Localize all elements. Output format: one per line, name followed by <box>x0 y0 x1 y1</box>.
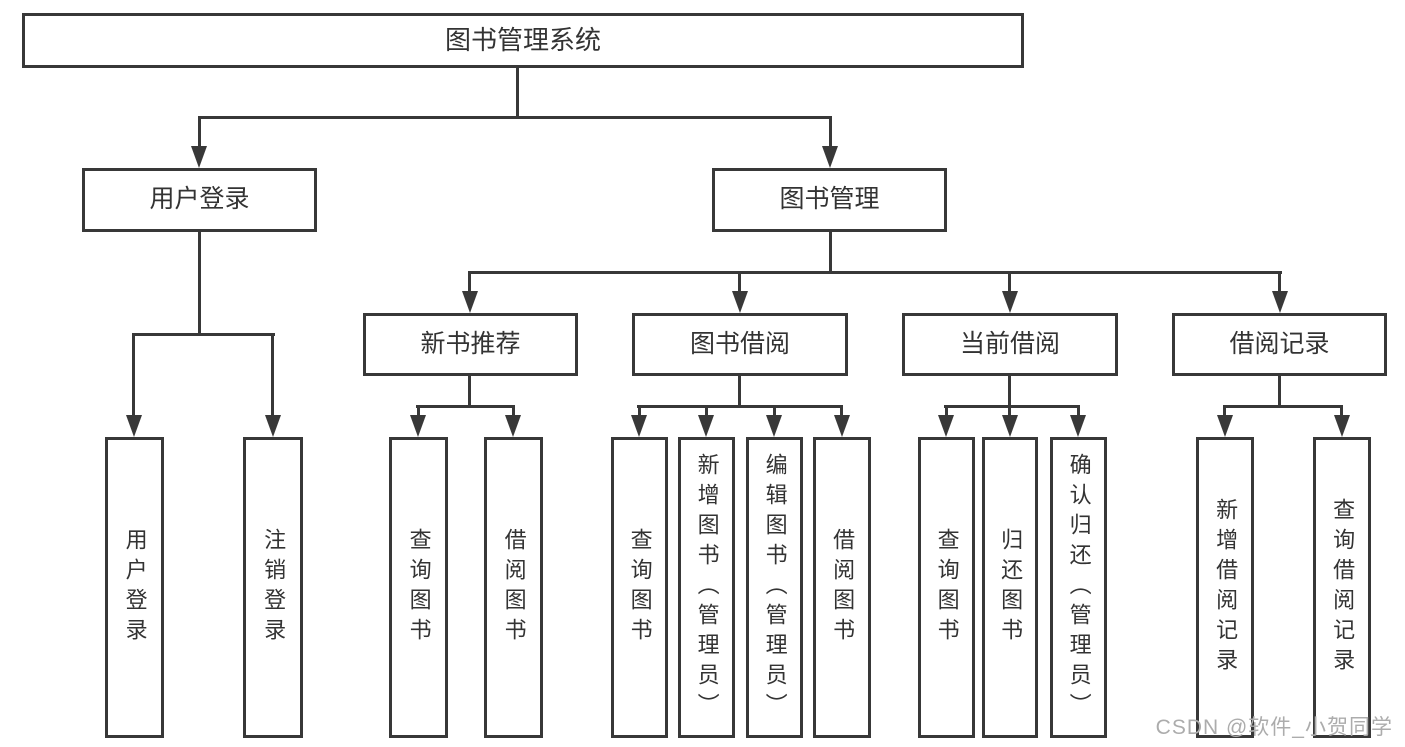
leaf-logout: 注销登录 <box>243 437 303 738</box>
connector-line <box>840 405 843 417</box>
connector-line <box>705 405 708 417</box>
arrow-down-icon <box>732 291 748 313</box>
connector-line <box>638 405 641 417</box>
connector-line <box>1008 271 1011 293</box>
connector-line <box>1278 271 1281 293</box>
connector-line <box>637 405 843 408</box>
connector-line <box>417 405 420 417</box>
node-book-management: 图书管理 <box>712 168 947 232</box>
connector-line <box>468 376 471 407</box>
connector-line <box>198 116 201 148</box>
leaf-borrowing-borrow-books: 借阅图书 <box>813 437 871 738</box>
connector-line <box>1008 405 1011 417</box>
connector-line <box>738 271 741 293</box>
connector-line <box>829 232 832 274</box>
connector-line <box>1077 405 1080 417</box>
connector-line <box>512 405 515 417</box>
leaf-borrowing-edit-books-admin: 编辑图书（管理员） <box>746 437 803 738</box>
connector-line <box>1223 405 1226 417</box>
leaf-user-login: 用户登录 <box>105 437 164 738</box>
node-book-borrowing: 图书借阅 <box>632 313 848 376</box>
arrow-down-icon <box>766 415 782 437</box>
node-user-login: 用户登录 <box>82 168 317 232</box>
connector-line <box>198 232 201 336</box>
connector-line <box>773 405 776 417</box>
connector-line <box>132 333 275 336</box>
connector-line <box>271 333 274 417</box>
arrow-down-icon <box>1002 415 1018 437</box>
leaf-borrowing-query-books: 查询图书 <box>611 437 668 738</box>
arrow-down-icon <box>1002 291 1018 313</box>
leaf-recommend-borrow-books: 借阅图书 <box>484 437 543 738</box>
connector-line <box>738 376 741 407</box>
arrow-down-icon <box>1217 415 1233 437</box>
arrow-down-icon <box>191 146 207 168</box>
node-library-system: 图书管理系统 <box>22 13 1024 68</box>
connector-line <box>198 116 832 119</box>
node-new-book-recommendation: 新书推荐 <box>363 313 578 376</box>
arrow-down-icon <box>1272 291 1288 313</box>
arrow-down-icon <box>462 291 478 313</box>
node-borrowing-records: 借阅记录 <box>1172 313 1387 376</box>
arrow-down-icon <box>265 415 281 437</box>
arrow-down-icon <box>1070 415 1086 437</box>
leaf-records-query-borrow-record: 查询借阅记录 <box>1313 437 1371 738</box>
arrow-down-icon <box>631 415 647 437</box>
leaf-recommend-query-books: 查询图书 <box>389 437 448 738</box>
connector-line <box>1278 376 1281 407</box>
arrow-down-icon <box>410 415 426 437</box>
connector-line <box>1008 376 1011 407</box>
arrow-down-icon <box>126 415 142 437</box>
node-current-borrowing: 当前借阅 <box>902 313 1118 376</box>
connector-line <box>945 405 948 417</box>
arrow-down-icon <box>505 415 521 437</box>
connector-line <box>416 405 515 408</box>
connector-line <box>468 271 471 293</box>
connector-line <box>468 271 1282 274</box>
leaf-borrowing-add-books-admin: 新增图书（管理员） <box>678 437 735 738</box>
arrow-down-icon <box>1334 415 1350 437</box>
arrow-down-icon <box>822 146 838 168</box>
watermark: CSDN @软件_小贺同学 <box>1155 716 1393 739</box>
leaf-current-return-books: 归还图书 <box>982 437 1038 738</box>
connector-line <box>516 68 519 118</box>
arrow-down-icon <box>938 415 954 437</box>
connector-line <box>829 116 832 148</box>
connector-line <box>1340 405 1343 417</box>
leaf-current-query-books: 查询图书 <box>918 437 975 738</box>
leaf-records-add-borrow-record: 新增借阅记录 <box>1196 437 1254 738</box>
connector-line <box>1223 405 1343 408</box>
arrow-down-icon <box>834 415 850 437</box>
connector-line <box>132 333 135 417</box>
leaf-current-confirm-return-admin: 确认归还（管理员） <box>1050 437 1107 738</box>
arrow-down-icon <box>698 415 714 437</box>
connector-line <box>944 405 1080 408</box>
